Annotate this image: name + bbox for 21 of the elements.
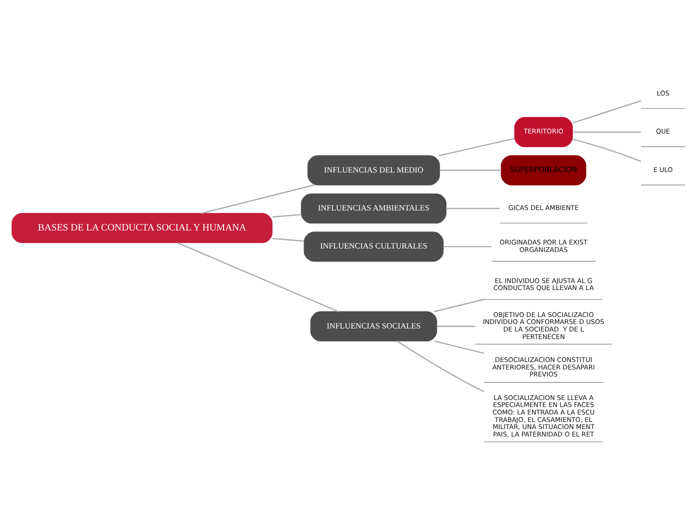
connector	[440, 169, 502, 170]
connector	[272, 237, 304, 242]
node-box: BASES DE LA CONDUCTA SOCIAL Y HUMANA	[12, 212, 272, 243]
node-box: INFLUENCIAS DEL MEDIO	[307, 154, 440, 185]
connector	[434, 298, 486, 312]
connector	[436, 325, 476, 326]
connector	[438, 137, 515, 156]
node-box: SUPERPOBLACION	[500, 154, 586, 185]
connector	[177, 242, 339, 312]
connector	[572, 100, 642, 124]
connector	[434, 340, 484, 354]
connector	[272, 213, 302, 218]
connector	[446, 207, 500, 209]
node-box: INFLUENCIAS SOCIALES	[310, 310, 438, 341]
connector	[396, 340, 484, 392]
connector	[572, 130, 641, 132]
node-box: INFLUENCIAS AMBIENTALES	[300, 192, 446, 224]
connector	[443, 246, 492, 247]
node-box: INFLUENCIAS CULTURALES	[304, 231, 444, 262]
connector	[572, 138, 642, 162]
connector	[201, 184, 314, 214]
